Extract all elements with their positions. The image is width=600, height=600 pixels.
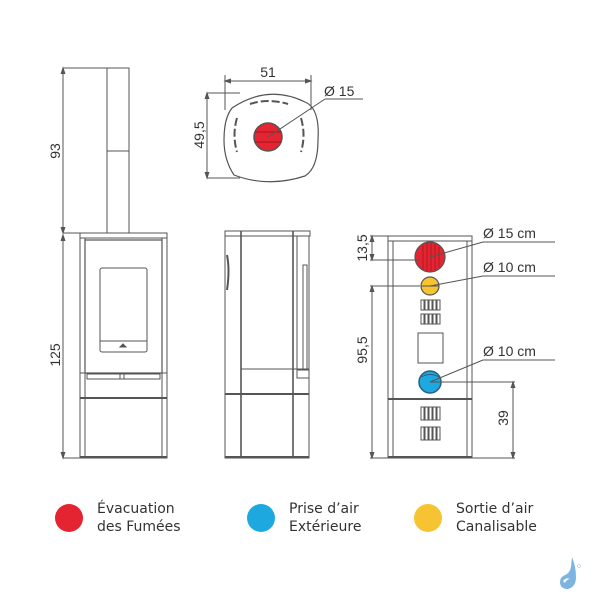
top-width-label: 51 [260,64,276,80]
glass-window [99,267,148,353]
legend-line1: Évacuation [97,501,175,517]
top-cap [79,232,168,239]
top-depth-label: 49,5 [191,121,207,148]
outlet-diameter-label: Ø 10 cm [483,259,536,275]
rear-body [387,240,473,459]
legend-label: Sortie d’air Canalisable [456,500,537,536]
legend-item-air-intake: Prise d’air Extérieure [247,500,361,536]
lower-grille [420,406,441,441]
smoke-diameter-label: Ø 15 cm [483,225,536,241]
upper-grille [420,299,441,325]
flue-height-label: 93 [47,143,63,159]
legend-line2: des Fumées [97,519,181,535]
rear-outlet-height-label: 95,5 [354,336,370,363]
legend-line2: Extérieure [289,519,362,535]
front-view [60,66,168,460]
blue-dot-icon [247,504,275,532]
access-panel [417,332,444,364]
flue-diameter-label: Ø 15 [324,83,355,99]
legend-line1: Prise d’air [289,501,359,517]
legend-line2: Canalisable [456,519,537,535]
body-height-label: 125 [47,343,63,367]
legend-label: Évacuation des Fumées [97,500,181,536]
side-top-cap [224,230,311,237]
rear-view [369,234,555,460]
stove-body [79,237,168,459]
rear-top-offset-label: 13,5 [354,234,370,261]
legend-item-smoke: Évacuation des Fumées [55,500,181,536]
water-drop-logo-icon [560,557,581,589]
top-view [204,75,363,183]
red-dot-icon [55,504,83,532]
legend-line1: Sortie d’air [456,501,534,517]
top-outline [223,93,319,183]
intake-diameter-label: Ø 10 cm [483,343,536,359]
side-view [224,230,311,459]
legend-item-air-outlet: Sortie d’air Canalisable [414,500,537,536]
legend-label: Prise d’air Extérieure [289,500,361,536]
yellow-dot-icon [414,504,442,532]
rear-intake-height-label: 39 [495,410,511,426]
